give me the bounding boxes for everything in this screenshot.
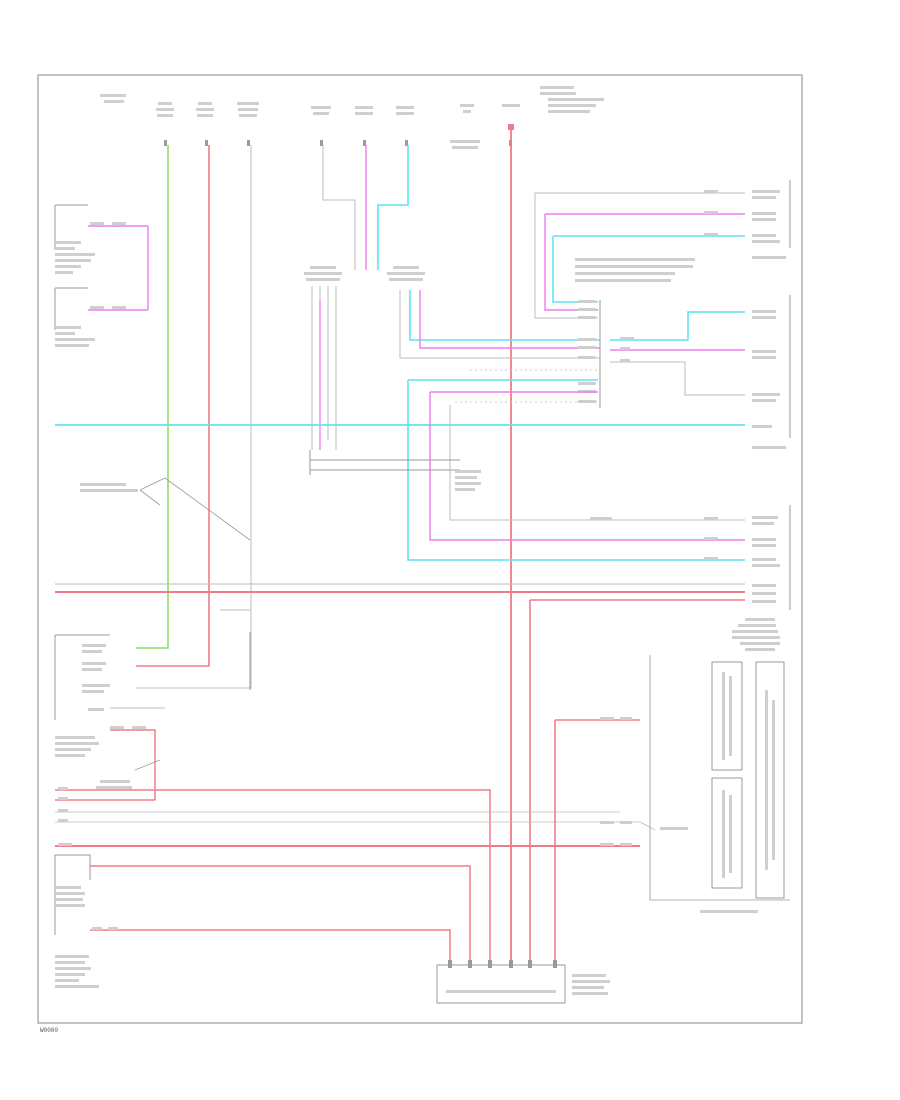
wire-black-vertical [136,145,252,689]
wire-red-left-vertical [136,145,210,667]
relay-connector-left [304,266,342,450]
module-middle-right [610,295,791,449]
wire-green-vertical [136,145,169,649]
wire-red-horizontal-2 [529,599,745,965]
sensor-switch-block [54,204,149,347]
top-connectors [100,86,604,149]
lower-horizontal-wires [55,717,688,965]
wire-cyan-middle-1 [377,145,409,270]
connector-label-group-left [100,94,259,117]
diagram-border [37,74,803,1024]
module-label-right [732,618,780,651]
leader-line [139,477,251,541]
diagram-code: W0000 [40,1027,58,1034]
module-upper-right [534,180,791,319]
connector-label-group-middle [311,86,604,149]
component-bottom-left [54,854,118,988]
bottom-connector-block [436,960,610,1004]
relay-connector-right [387,266,600,359]
lower-middle-wiring [309,379,745,561]
module-lower-right [590,505,791,610]
control-module-left [54,632,251,801]
wire-black-middle-1 [322,145,356,270]
module-vertical-right [649,655,790,913]
